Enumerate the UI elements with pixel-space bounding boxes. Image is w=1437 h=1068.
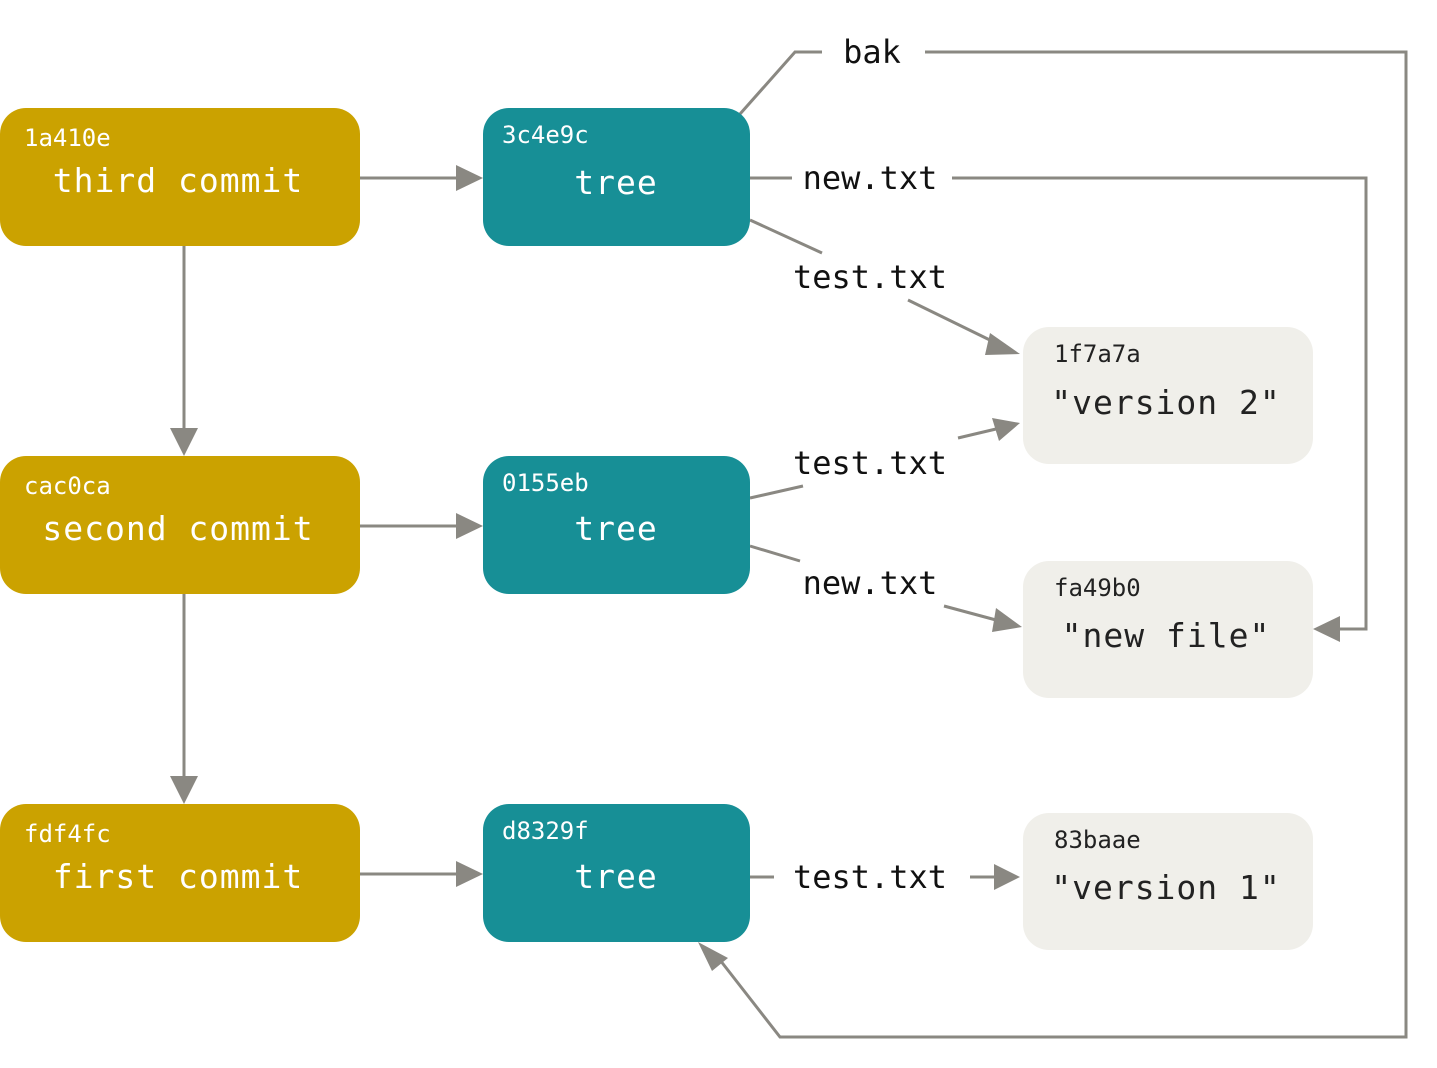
tree2-new-edge-b [943,604,997,622]
commit-tree-arrowhead-third [456,165,483,191]
tree2-new-edge-a [749,544,801,563]
tree-node-d8329f: d8329f tree [483,804,750,942]
commit-message: second commit [42,509,313,548]
parent-arrowhead-second [170,428,198,456]
edges [170,50,1408,1039]
commit-node-third: 1a410e third commit [0,108,360,246]
blob-hash: fa49b0 [1054,574,1141,602]
commit-message: third commit [53,161,303,200]
commit-box [0,108,360,246]
bak-arrowhead [698,942,728,971]
tree3-test-edge-a [749,218,823,255]
tree-label: tree [574,857,657,896]
blob-content: "version 2" [1051,383,1281,422]
commit-box [0,804,360,942]
tree-hash: 0155eb [502,469,589,497]
blob-hash: 1f7a7a [1054,340,1141,368]
bak-label: bak [843,33,901,71]
tree2-test-label: test.txt [793,444,947,482]
tree2-test-arrowhead [992,418,1020,441]
blob-node-83baae: 83baae "version 1" [1023,813,1313,950]
tree-box [483,108,750,246]
tree3-test-arrowhead [985,333,1020,355]
commit-tree-arrowhead-first [456,861,483,887]
blob-content: "new file" [1062,616,1271,655]
tree2-test-edge-b [957,427,997,440]
tree3-new-edge-b [952,176,1368,631]
commit-hash: 1a410e [24,124,111,152]
blob-hash: 83baae [1054,826,1141,854]
commit-node-first: fdf4fc first commit [0,804,360,942]
commit-node-second: cac0ca second commit [0,456,360,594]
parent-arrowhead-first [170,776,198,804]
bak-edge-line-long [718,50,1408,1039]
blob-box [1023,813,1313,950]
tree1-test-arrowhead [994,864,1020,890]
tree-node-0155eb: 0155eb tree [483,456,750,594]
blob-box [1023,327,1313,464]
commit-box [0,456,360,594]
tree2-new-label: new.txt [803,564,938,602]
tree-hash: d8329f [502,817,589,845]
tree-node-3c4e9c: 3c4e9c tree [483,108,750,246]
blob-box [1023,561,1313,698]
tree-box [483,456,750,594]
tree-box [483,804,750,942]
blob-node-fa49b0: fa49b0 "new file" [1023,561,1313,698]
commit-tree-arrowhead-second [456,513,483,539]
tree3-test-edge-b [907,298,999,346]
blob-content: "version 1" [1051,868,1281,907]
tree-hash: 3c4e9c [502,121,589,149]
tree2-test-edge-a [749,484,804,500]
bak-edge-line [738,50,822,115]
tree-label: tree [574,163,657,202]
tree3-test-label: test.txt [793,258,947,296]
tree3-new-label: new.txt [803,159,938,197]
commit-hash: cac0ca [24,472,111,500]
edge-labels: bak new.txt test.txt test.txt new.txt te… [793,33,947,896]
tree-label: tree [574,509,657,548]
tree2-new-arrowhead [992,608,1022,632]
tree1-test-label: test.txt [793,858,947,896]
commit-message: first commit [53,857,303,896]
tree3-new-arrowhead [1313,616,1340,642]
commit-hash: fdf4fc [24,820,111,848]
blob-node-1f7a7a: 1f7a7a "version 2" [1023,327,1313,464]
